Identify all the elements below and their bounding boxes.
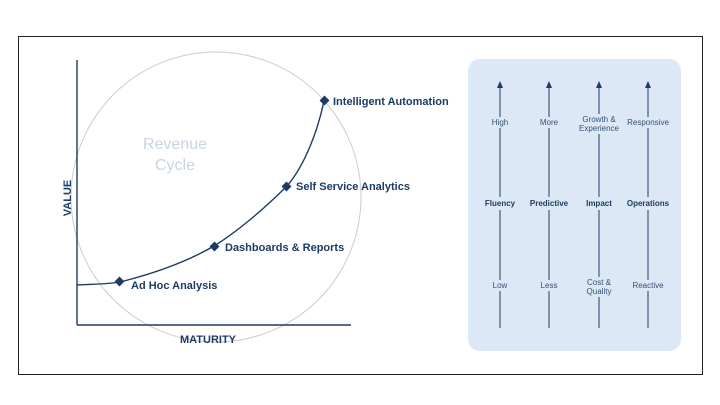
label-self-service-analytics: Self Service Analytics — [296, 181, 410, 193]
fluency-label: Fluency — [484, 197, 516, 210]
watermark-line-1: Revenue — [143, 136, 207, 153]
label-intelligent-automation: Intelligent Automation — [333, 96, 449, 108]
predictive-label: Predictive — [529, 197, 569, 210]
label-ad-hoc-analysis: Ad Hoc Analysis — [131, 280, 217, 292]
operations-bottom-label: Reactive — [632, 280, 664, 291]
operations-top-label: Responsive — [627, 117, 669, 128]
impact-top-label: Growth & Experience — [578, 114, 620, 134]
fluency-top-label: High — [491, 117, 509, 128]
watermark-line-2: Cycle — [155, 157, 195, 174]
label-dashboards-reports: Dashboards & Reports — [225, 242, 344, 254]
predictive-top-label: More — [539, 117, 559, 128]
x-axis-title: MATURITY — [180, 334, 237, 346]
y-axis-title: VALUE — [62, 180, 74, 216]
impact-label: Impact — [586, 197, 612, 210]
predictive-bottom-label: Less — [540, 280, 558, 291]
fluency-bottom-label: Low — [492, 280, 508, 291]
background-circle — [70, 51, 362, 343]
point-self-service-analytics — [281, 181, 292, 192]
point-dashboards-reports — [209, 241, 220, 252]
impact-bottom-label: Cost & Quality — [586, 277, 612, 297]
operations-label: Operations — [626, 197, 670, 210]
